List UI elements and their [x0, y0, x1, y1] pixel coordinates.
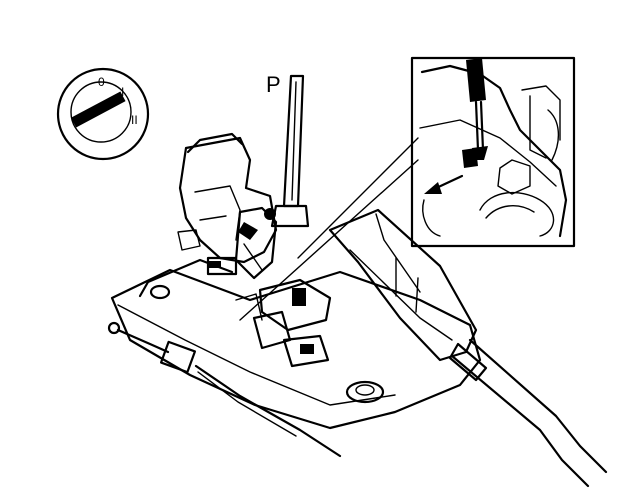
shift-mechanism: [235, 278, 332, 368]
release-clip: [462, 148, 478, 168]
key-position-1: I: [121, 85, 124, 99]
ignition-key-icon: 0 I II: [56, 67, 150, 161]
support-ramp: [328, 208, 478, 362]
callout-leaders: [239, 137, 419, 321]
screwdriver-icon: [466, 58, 488, 160]
detail-inset: [410, 56, 576, 248]
shift-cable: [448, 338, 608, 488]
gear-lever: [270, 74, 310, 228]
shifter-housing: [177, 132, 278, 276]
wire-harness: [107, 321, 342, 458]
selector-gate: [234, 206, 278, 280]
key-position-2: II: [131, 113, 138, 127]
key-position-0: 0: [98, 75, 105, 89]
park-position-label: P: [266, 72, 281, 97]
arrow-icon: [424, 174, 464, 194]
